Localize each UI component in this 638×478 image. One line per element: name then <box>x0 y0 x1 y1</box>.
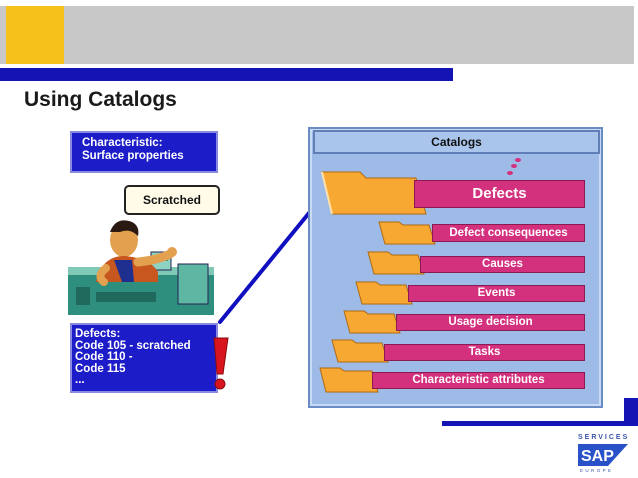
defects-line: Code 110 - <box>75 351 133 363</box>
sap-logo-text: SAP <box>581 448 614 465</box>
defects-note: Defects: Code 105 - scratched Code 110 -… <box>70 323 218 393</box>
defects-line: Code 105 - scratched <box>75 339 191 352</box>
defects-line: ... <box>75 374 85 386</box>
characteristic-box: Characteristic: Surface properties <box>70 131 218 173</box>
inspector-illustration <box>68 220 214 315</box>
catalog-item-tasks[interactable]: Tasks <box>384 344 585 361</box>
slide-title: Using Catalogs <box>24 88 177 111</box>
catalog-item-defects[interactable]: Defects <box>414 180 585 208</box>
folder-icon <box>355 281 413 305</box>
footer-accent-block <box>624 398 638 424</box>
catalog-item-events[interactable]: Events <box>408 285 585 302</box>
defects-line: Defects: <box>75 328 121 340</box>
characteristic-value: Surface properties <box>82 150 184 162</box>
sap-tagline: EUROPE <box>580 468 614 473</box>
folder-icon <box>319 367 379 393</box>
catalogs-header: Catalogs <box>313 130 600 154</box>
folder-icon <box>321 171 427 215</box>
exclamation-icon <box>213 337 229 390</box>
title-accent-square <box>6 6 64 64</box>
folder-icon <box>343 310 401 334</box>
folder-icon <box>331 339 389 363</box>
folder-icon <box>378 221 436 245</box>
header-rule <box>0 68 453 81</box>
sparkle-dots-icon <box>507 158 521 175</box>
catalog-item-usage-decision[interactable]: Usage decision <box>396 314 585 331</box>
speech-bubble: Scratched <box>124 185 220 215</box>
catalog-item-characteristic-attributes[interactable]: Characteristic attributes <box>372 372 585 389</box>
catalog-item-defect-consequences[interactable]: Defect consequences <box>432 224 585 242</box>
catalog-item-causes[interactable]: Causes <box>420 256 585 273</box>
footer-rule <box>442 421 638 426</box>
characteristic-label: Characteristic: <box>82 137 163 149</box>
defects-line: Code 115 <box>75 362 126 375</box>
sap-logo: SAP <box>578 444 628 466</box>
title-band <box>0 6 634 64</box>
sap-services-text: SERVICES <box>578 434 630 441</box>
folder-icon <box>367 251 425 275</box>
